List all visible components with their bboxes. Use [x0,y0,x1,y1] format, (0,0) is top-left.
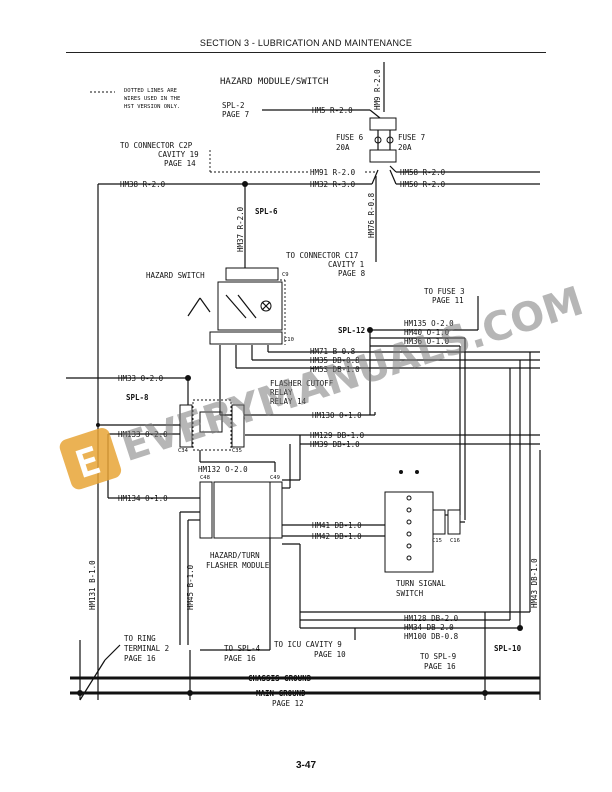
ref-c2p-1: TO CONNECTOR C2P [120,141,193,150]
fuse6-label: FUSE 6 [336,133,364,142]
relay-label-3: RELAY 14 [270,397,307,406]
watermark-badge [59,427,122,490]
turn-switch-label-2: SWITCH [396,589,424,598]
wire-hm53: HM53 DB-1.0 [310,365,360,374]
wire-hm34: HM34 DB-2.0 [404,623,454,632]
legend-note-1: DOTTED LINES ARE [124,88,177,94]
wire-hm134: HM134 O-1.0 [118,494,168,503]
fuse6-rating: 20A [336,143,350,152]
wire-hm76: HM76 R-0.8 [367,192,376,238]
chassis-ground-label: CHASSIS GROUND [248,674,312,683]
turn-switch-label-1: TURN SIGNAL [396,579,446,588]
ref-fuse3-2: PAGE 11 [432,296,464,305]
ref-spl9-2: PAGE 16 [424,662,456,671]
ref-icu-1: TO ICU CAVITY 9 [274,640,342,649]
connector-c49: C49 [270,475,280,481]
wire-hm50: HM50 R-2.0 [400,180,446,189]
ref-c17-1: TO CONNECTOR C17 [286,251,358,260]
connector-c15: C15 [432,538,442,544]
splice-spl10: SPL-10 [494,644,522,653]
wire-hm131: HM131 B-1.0 [88,560,97,610]
wire-hm71: HM71 B-0.8 [310,347,356,356]
wire-hm91: HM91 R-2.0 [310,168,356,177]
wire-hm42: HM42 DB-1.0 [312,532,362,541]
wire-hm135: HM135 O-2.0 [404,319,454,328]
wire-hm5: HM5 R-2.0 [312,106,353,115]
relay-label-1: FLASHER CUTOFF [270,379,334,388]
wire-hm133: HM133 O-2.0 [118,430,168,439]
splice-spl12: SPL-12 [338,326,365,335]
wire-hm100: HM100 DB-0.8 [404,632,459,641]
section-header: SECTION 3 - LUBRICATION AND MAINTENANCE [199,38,413,48]
ref-spl4-1: TO SPL-4 [224,644,261,653]
ref-spl2-2: PAGE 7 [222,110,249,119]
wire-hm37: HM37 R-2.0 [236,206,245,252]
wire-hm130: HM130 O-1.0 [312,411,362,420]
connector-c16: C16 [450,538,460,544]
diagram-title: HAZARD MODULE/SWITCH [220,77,328,87]
fuse7-rating: 20A [398,143,412,152]
fuse7-label: FUSE 7 [398,133,425,142]
wire-hm40: HM40 O-1.0 [404,328,450,337]
splice-spl6: SPL-6 [255,207,278,216]
ref-c2p-2: CAVITY 19 [158,150,199,159]
diagram-labels: HAZARD MODULE/SWITCH DOTTED LINES ARE WI… [88,69,539,708]
wire-hm9: HM9 R-2.0 [373,69,382,110]
ref-spl4-2: PAGE 16 [224,654,256,663]
module-label-2: FLASHER MODULE [206,561,270,570]
ref-c2p-3: PAGE 14 [164,159,196,168]
wire-hm36: HM36 O-1.0 [404,337,450,346]
wire-hm43: HM43 DB-1.0 [530,558,539,608]
module-label-1: HAZARD/TURN [210,551,260,560]
wire-hm128: HM128 DB-2.0 [404,614,459,623]
connector-c35: C35 [232,448,242,454]
wire-hm39: HM39 DB-1.0 [310,440,360,449]
wires [66,62,541,701]
relay-label-2: RELAY [270,388,293,397]
ref-ring-3: PAGE 16 [124,654,156,663]
main-ground-label: MAIN GROUND [256,689,306,698]
ref-c17-2: CAVITY 1 [328,260,364,269]
wire-hm129: HM129 DB-1.0 [310,431,365,440]
wire-hm32: HM32 R-3.0 [310,180,356,189]
ref-ring-2: TERMINAL 2 [124,644,169,653]
wire-hm58: HM58 R-2.0 [400,168,446,177]
ref-fuse3-1: TO FUSE 3 [424,287,465,296]
wire-hm38: HM38 R-2.0 [120,180,166,189]
splice-points [77,181,523,696]
ref-c17-3: PAGE 8 [338,269,366,278]
page-number: 3-47 [295,760,316,771]
wire-hm35: HM35 DB-0.8 [310,356,360,365]
wire-hm45: HM45 B-1.0 [186,564,195,610]
ref-spl9-1: TO SPL-9 [420,652,456,661]
flasher-cutoff-relay [179,399,245,451]
hazard-switch-label: HAZARD SWITCH [146,271,205,280]
ref-spl2-1: SPL-2 [222,101,245,110]
connector-c48: C48 [200,475,210,481]
legend-note-2: WIRES USED IN THE [124,96,180,102]
ref-ring-1: TO RING [124,634,156,643]
fuse-block [369,117,397,163]
splice-spl8: SPL-8 [126,393,149,402]
wire-hm33: HM33 O-2.0 [118,374,164,383]
wire-hm132: HM132 O-2.0 [198,465,248,474]
ref-icu-2: PAGE 10 [314,650,346,659]
turn-signal-switch [384,470,461,573]
connector-c34: C34 [178,448,189,454]
wire-hm41: HM41 DB-1.0 [312,521,362,530]
hazard-switch [187,267,283,345]
header-rule [66,52,546,53]
connector-c10: C10 [284,337,294,343]
hazard-turn-flasher-module [199,481,283,539]
legend-note-3: HST VERSION ONLY. [124,104,180,110]
connector-c9: C9 [282,272,289,278]
main-ground-page: PAGE 12 [272,699,304,708]
